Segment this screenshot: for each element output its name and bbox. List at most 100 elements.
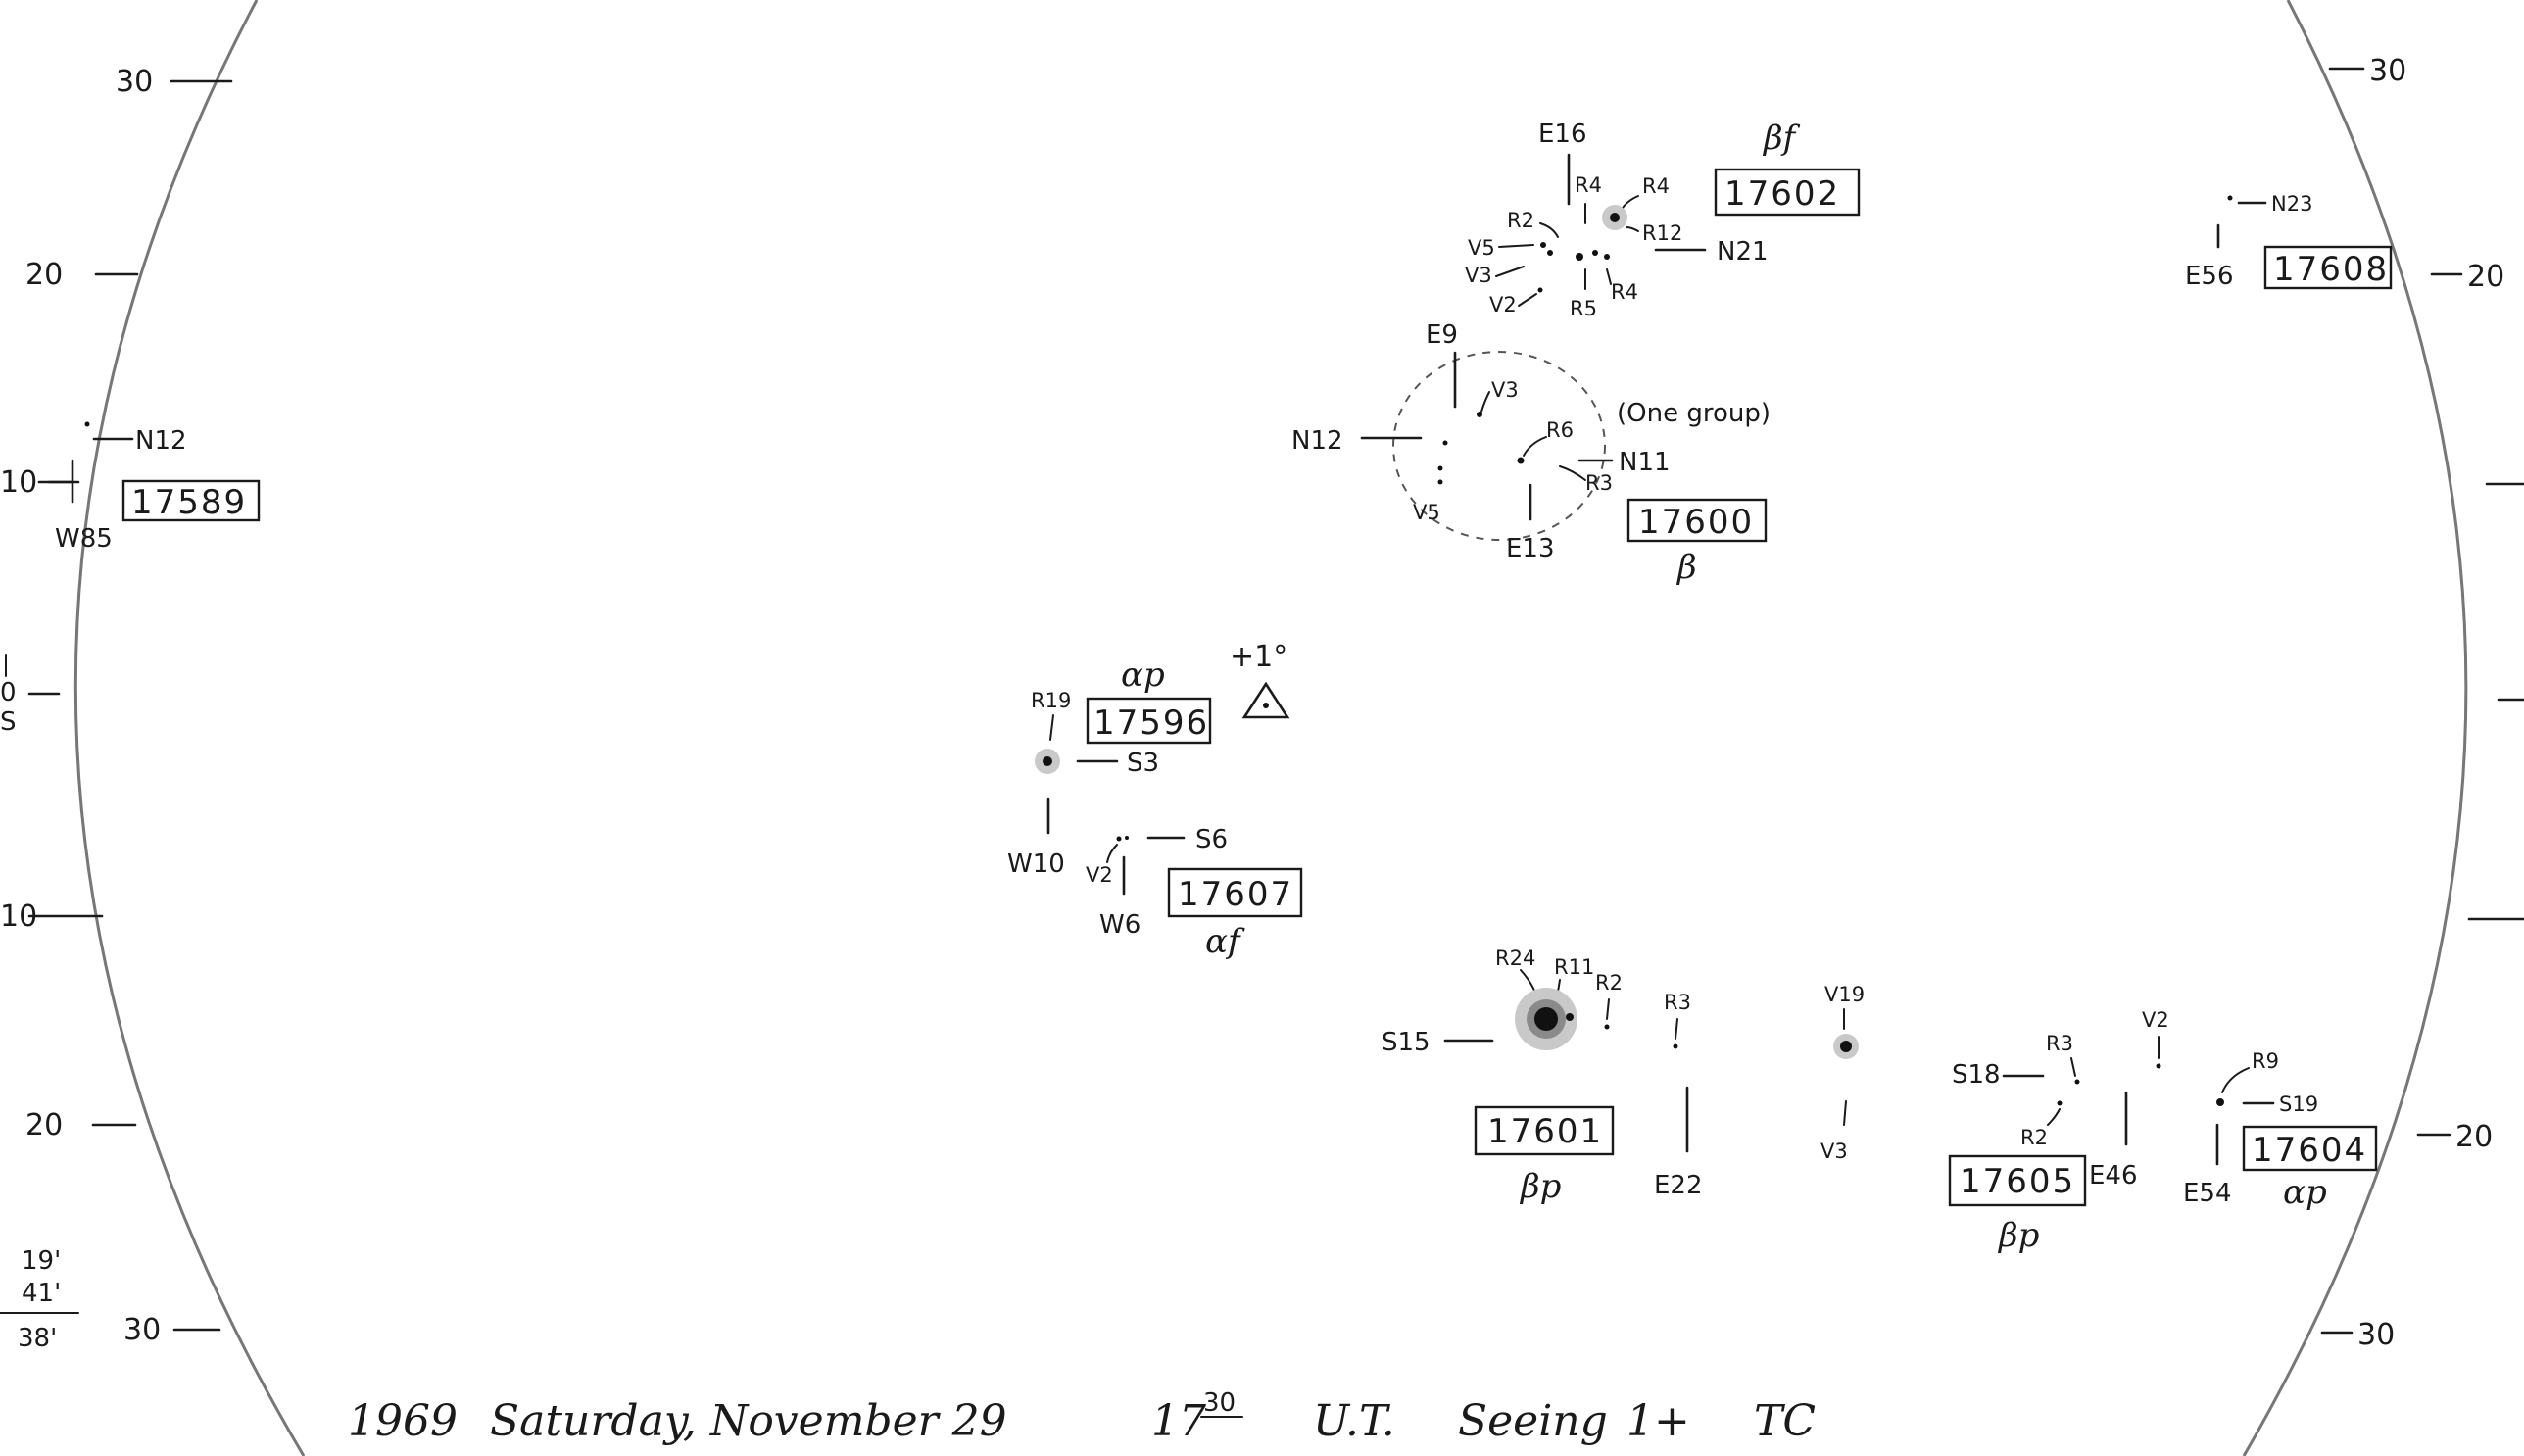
margin-fragment: 41' xyxy=(22,1279,61,1308)
footer-seeing-label: Seeing xyxy=(1458,1396,1608,1446)
margin-fragment: 38' xyxy=(18,1324,57,1353)
position-tag: S6 xyxy=(1195,825,1228,854)
spot-tag: R4 xyxy=(1642,174,1670,198)
region-number-box xyxy=(121,479,261,522)
spot-tag: R12 xyxy=(1642,221,1682,245)
position-tag: W85 xyxy=(55,524,113,554)
region-17607: S6 V2 W6 17607 αf xyxy=(1086,825,1303,961)
region-class: β xyxy=(1675,548,1697,587)
region-number: 17604 xyxy=(2252,1131,2367,1170)
spot-tag: R2 xyxy=(2020,1126,2048,1149)
spot-tag: R4 xyxy=(1611,280,1638,304)
position-tag: N21 xyxy=(1717,237,1769,267)
spot-tag: R11 xyxy=(1554,955,1594,979)
spot-tag: R5 xyxy=(1570,297,1597,320)
region-number: 17605 xyxy=(1960,1162,2075,1201)
left-tick-label: 30 xyxy=(116,65,153,99)
right-latitude-scale: 30 20 20 30 xyxy=(2320,54,2524,1352)
spot-tag: R6 xyxy=(1546,418,1574,442)
position-tag: S18 xyxy=(1952,1060,2001,1090)
flare-marker: +1° xyxy=(1230,640,1290,719)
region-number-box xyxy=(2263,245,2393,290)
region-number: 17596 xyxy=(1093,704,1209,743)
region-class: βp xyxy=(1997,1216,2039,1255)
region-17604: R9 S19 E54 17604 αp xyxy=(2183,1049,2378,1212)
region-class: αp xyxy=(1121,655,1165,695)
solar-limb-right xyxy=(2242,0,2468,1456)
spot-tag: V3 xyxy=(1820,1140,1848,1163)
spot-tag: R3 xyxy=(2046,1032,2073,1055)
region-17600: E9 V3 N12 R6 N11 R3 V5 E13 (One group) 1… xyxy=(1291,320,1771,587)
region-number: 17608 xyxy=(2273,250,2389,289)
region-17608: N23 E56 17608 xyxy=(2185,192,2393,291)
footer-date: Saturday, November 29 xyxy=(490,1396,1007,1446)
position-tag: S19 xyxy=(2279,1092,2318,1116)
left-margin-notes: 0 S 19' 41' 38' xyxy=(0,654,79,1353)
region-number: 17607 xyxy=(1178,875,1293,914)
left-latitude-scale: 30 20 10 10 20 30 xyxy=(0,65,233,1347)
position-tag: E22 xyxy=(1654,1171,1703,1200)
spot-tag: V2 xyxy=(2142,1008,2169,1032)
spot-tag: V19 xyxy=(1824,983,1865,1006)
margin-fragment: S xyxy=(0,707,17,737)
left-tick-label: 30 xyxy=(123,1313,161,1347)
right-tick-label: 20 xyxy=(2455,1120,2493,1154)
region-number-box xyxy=(2242,1125,2378,1172)
right-tick-label: 30 xyxy=(2357,1318,2395,1352)
region-class: αp xyxy=(2283,1173,2327,1212)
position-tag: E54 xyxy=(2183,1179,2232,1208)
spot-tag: R3 xyxy=(1664,991,1691,1014)
spot-tag: R4 xyxy=(1575,173,1602,197)
footer-time-system: U.T. xyxy=(1313,1396,1395,1446)
footer-time-hour: 17 xyxy=(1151,1396,1206,1446)
position-tag: W6 xyxy=(1099,910,1141,940)
left-tick-label: 20 xyxy=(25,1108,63,1142)
region-number-box xyxy=(1086,697,1212,745)
position-tag: N11 xyxy=(1619,448,1671,477)
position-tag: W10 xyxy=(1007,849,1065,879)
position-tag: S15 xyxy=(1382,1028,1431,1057)
region-class: αf xyxy=(1205,922,1245,961)
region-17602: E16 βf 17602 R4 R4 R2 R12 N21 V5 V3 V2 R… xyxy=(1465,119,1861,320)
region-number: 17602 xyxy=(1724,174,1840,214)
footer-year: 1969 xyxy=(348,1396,458,1446)
spot-tag: V3 xyxy=(1465,264,1492,287)
region-number: 17600 xyxy=(1638,503,1754,542)
region-number-box xyxy=(1948,1154,2087,1207)
spot-tag: R3 xyxy=(1585,471,1613,495)
spot-tag: V2 xyxy=(1489,293,1517,316)
right-tick-label: 20 xyxy=(2467,260,2504,294)
footer-seeing-value: 1+ xyxy=(1626,1396,1690,1446)
spot-tag: V2 xyxy=(1086,863,1113,887)
flare-triangle-icon xyxy=(1241,681,1290,719)
spot-tag: R2 xyxy=(1507,209,1534,232)
footer-time-minutes: 30 xyxy=(1203,1388,1236,1418)
position-tag: E16 xyxy=(1538,120,1587,149)
region-class: βf xyxy=(1762,119,1801,158)
left-tick-label: 20 xyxy=(25,258,63,292)
region-17605: R3 S18 R2 17605 βp V2 E46 xyxy=(1948,1008,2169,1255)
margin-fragment: 0 xyxy=(0,678,17,707)
group-note: (One group) xyxy=(1617,399,1771,428)
spot-tag: R9 xyxy=(2252,1049,2279,1073)
spot-tag: V5 xyxy=(1413,501,1440,524)
region-number: 17589 xyxy=(131,483,247,522)
position-tag: S3 xyxy=(1127,749,1159,778)
region-number-box xyxy=(1167,867,1303,918)
position-tag: N23 xyxy=(2271,192,2312,216)
region-17601: R24 R11 R2 S15 R3 E22 V19 V3 17601 βp xyxy=(1382,946,1865,1206)
spot-tag: R2 xyxy=(1595,971,1623,995)
margin-fragment: 19' xyxy=(22,1246,61,1276)
right-tick-label: 30 xyxy=(2369,54,2406,88)
position-tag: E13 xyxy=(1506,534,1555,563)
spot-tag: R24 xyxy=(1495,946,1535,970)
region-number-box xyxy=(1626,498,1768,543)
region-17589: N12 W85 17589 xyxy=(37,421,261,554)
position-tag: E56 xyxy=(2185,262,2234,291)
region-number: 17601 xyxy=(1487,1112,1603,1151)
solar-limb-left xyxy=(73,0,306,1456)
flare-label: +1° xyxy=(1230,640,1287,674)
region-17596: αp R19 17596 S3 W10 xyxy=(1007,655,1212,879)
position-tag: E9 xyxy=(1426,320,1458,350)
